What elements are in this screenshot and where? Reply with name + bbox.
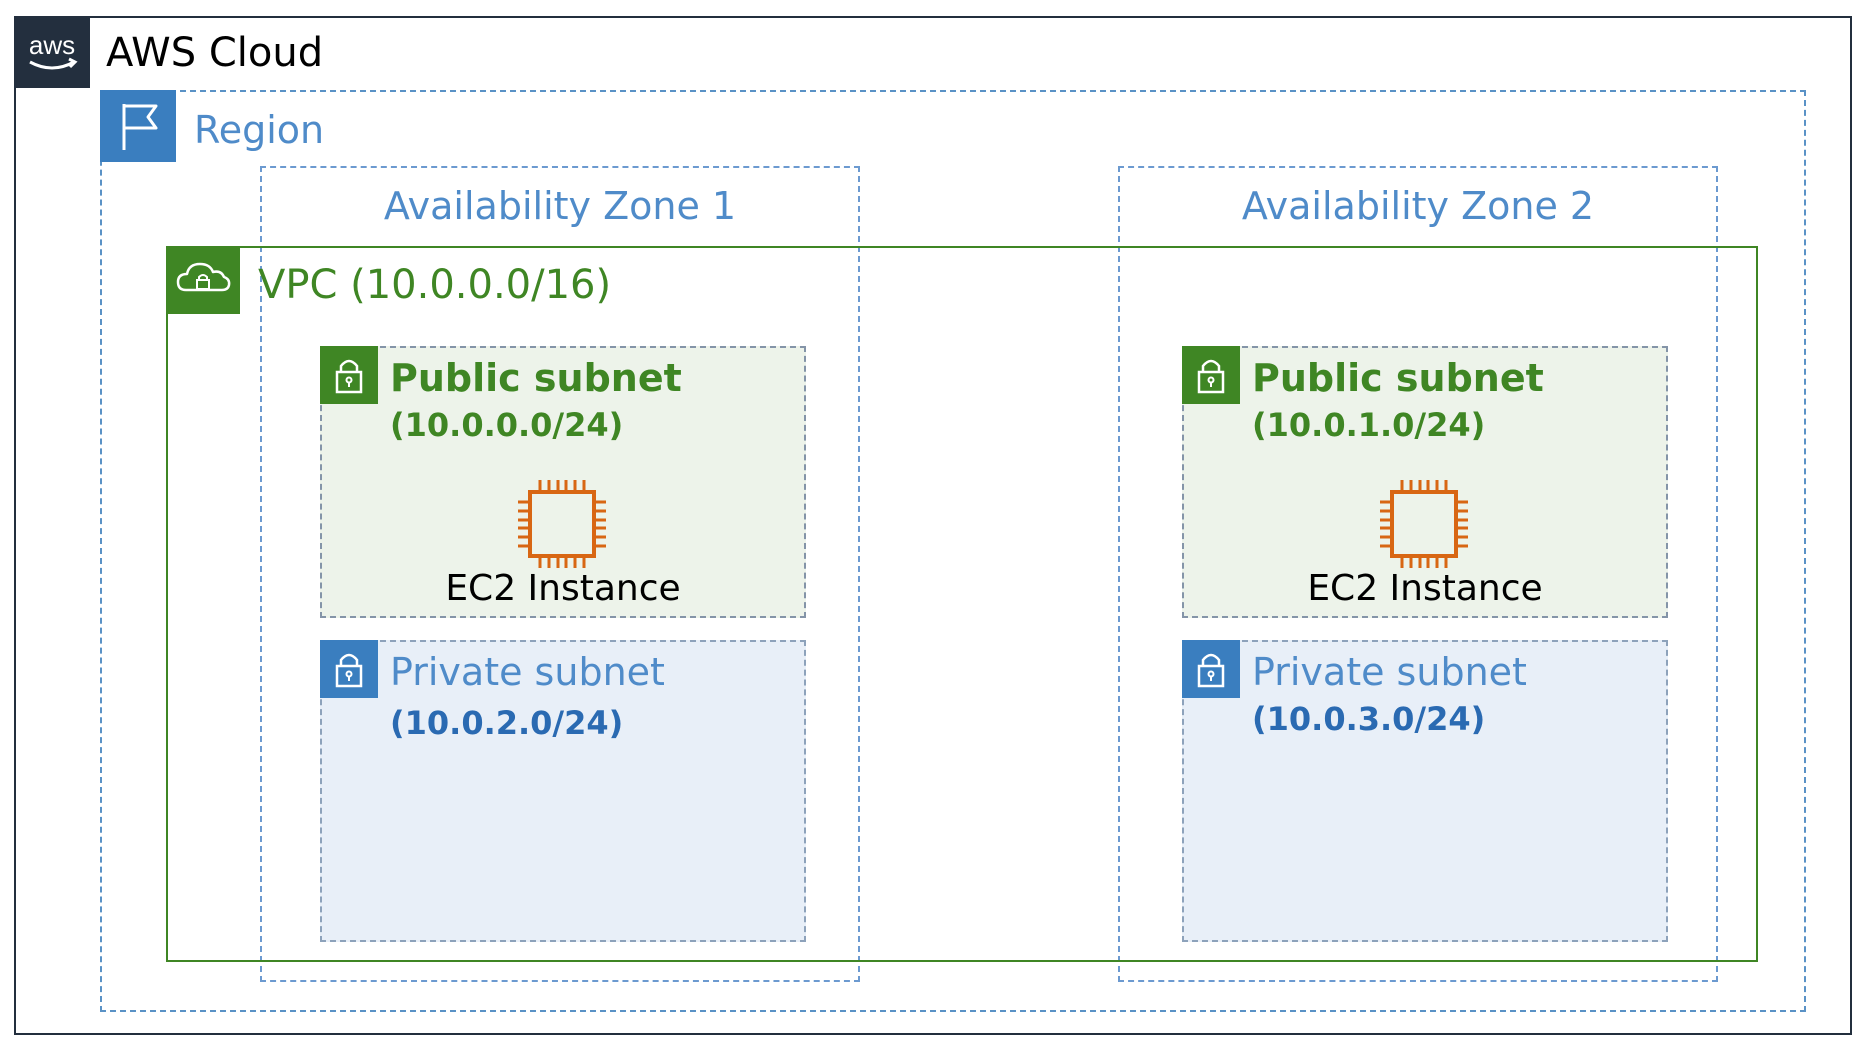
public-subnet-2-cidr: (10.0.1.0/24) (1252, 406, 1486, 444)
availability-zone-1 (260, 166, 860, 982)
lock-icon (1182, 346, 1240, 404)
lock-icon (1182, 640, 1240, 698)
region-group (100, 90, 1806, 1012)
aws-logo-text: aws (29, 30, 75, 60)
private-subnet-2 (1182, 640, 1668, 942)
ec2-instance-2-label: EC2 Instance (1307, 568, 1543, 609)
aws-logo-icon: aws (14, 16, 90, 88)
vpc-group (166, 246, 1758, 962)
public-subnet-1-name: Public subnet (390, 356, 682, 400)
public-subnet-1 (320, 346, 806, 618)
region-title: Region (194, 108, 325, 152)
lock-icon (320, 346, 378, 404)
private-subnet-2-name: Private subnet (1252, 650, 1527, 694)
private-subnet-1-cidr: (10.0.2.0/24) (390, 704, 624, 742)
aws-cloud-title: AWS Cloud (106, 30, 324, 76)
ec2-chip-icon (1372, 478, 1476, 570)
public-subnet-2-name: Public subnet (1252, 356, 1544, 400)
private-subnet-1-name: Private subnet (390, 650, 665, 694)
public-subnet-2 (1182, 346, 1668, 618)
ec2-chip-icon (510, 478, 614, 570)
private-subnet-2-cidr: (10.0.3.0/24) (1252, 700, 1486, 738)
az2-title: Availability Zone 2 (1241, 184, 1595, 228)
private-subnet-1 (320, 640, 806, 942)
aws-cloud-group (14, 16, 1852, 1035)
lock-icon (320, 640, 378, 698)
ec2-instance-1-label: EC2 Instance (445, 568, 681, 609)
vpc-title: VPC (10.0.0.0/16) (258, 262, 612, 308)
az1-title: Availability Zone 1 (383, 184, 737, 228)
vpc-cloud-lock-icon (166, 246, 240, 314)
public-subnet-1-cidr: (10.0.0.0/24) (390, 406, 624, 444)
region-flag-icon (100, 90, 176, 162)
availability-zone-2 (1118, 166, 1718, 982)
